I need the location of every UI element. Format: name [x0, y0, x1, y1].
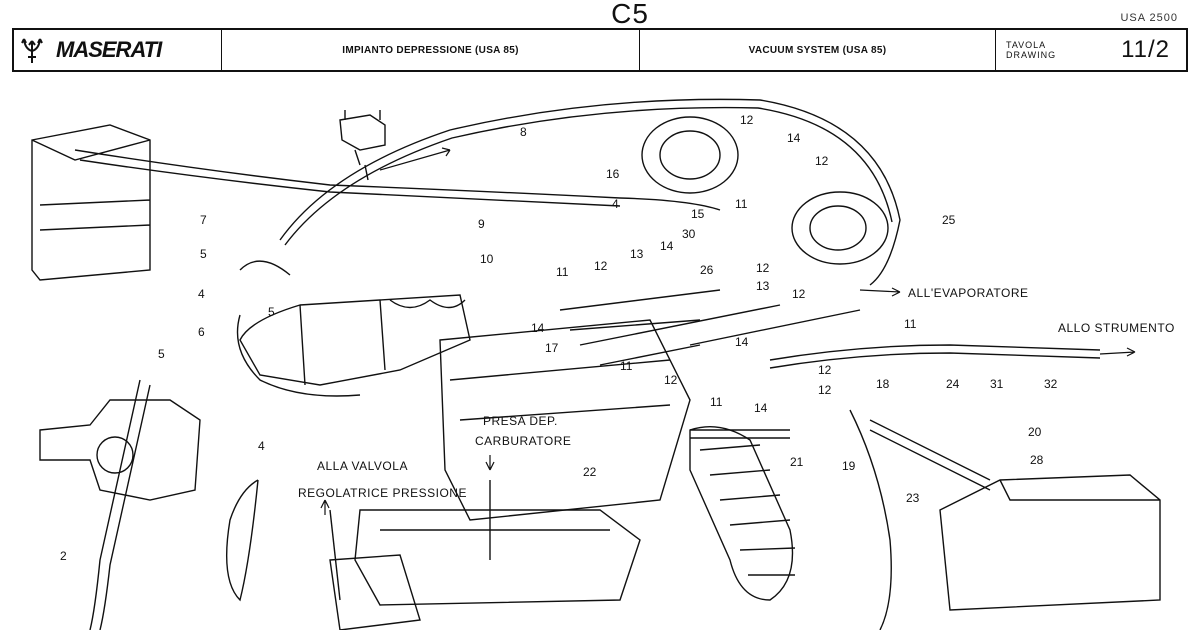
callout: 12	[818, 383, 832, 397]
callout: 18	[876, 377, 890, 391]
arrow-valve	[320, 499, 330, 515]
coolant-reservoir	[939, 474, 1161, 611]
callout: 5	[268, 305, 275, 319]
title-italian: IMPIANTO DEPRESSIONE (USA 85)	[222, 30, 640, 70]
distributor	[329, 554, 421, 630]
arrow-instrument	[1099, 347, 1136, 357]
callout: 30	[682, 227, 696, 241]
corner-tag: USA 2500	[1120, 12, 1178, 24]
callout: 11	[556, 265, 569, 279]
drawing-label-en: DRAWING	[1006, 50, 1057, 60]
arrow-carburetor	[485, 455, 495, 471]
page-code: C5	[611, 0, 649, 29]
callout: 32	[1044, 377, 1058, 391]
callout: 4	[612, 197, 619, 211]
callout: 11	[710, 395, 723, 409]
corrugated-hose	[689, 425, 794, 601]
callout: 12	[818, 363, 832, 377]
drawing-label-it: TAVOLA	[1006, 40, 1047, 50]
callout: 14	[754, 401, 768, 415]
callout: 4	[258, 439, 265, 453]
vacuum-canister-lower	[791, 191, 889, 265]
drawing-number: 11/2	[1121, 36, 1170, 63]
callout: 14	[660, 239, 674, 253]
callout: 8	[520, 125, 527, 139]
callout: 21	[790, 455, 804, 469]
valve-line	[329, 509, 341, 601]
air-intake-duct	[239, 294, 471, 386]
hose-2	[89, 379, 141, 630]
loop-hose	[279, 98, 901, 286]
arrow-evaporator	[859, 287, 901, 297]
callout: 13	[630, 247, 644, 261]
hose-loop-4	[226, 479, 259, 602]
callout: 4	[198, 287, 205, 301]
callout: 2	[60, 549, 67, 563]
main-vacuum-hose	[74, 149, 721, 211]
callout: 19	[842, 459, 856, 473]
hose-23	[849, 409, 892, 630]
callout: 12	[594, 259, 608, 273]
label-evaporator: ALL'EVAPORATORE	[908, 286, 1029, 300]
engine-block	[439, 319, 691, 521]
callout: 22	[583, 465, 597, 479]
callout-group: 8 12 14 12 16 4 11 15 25 7 9 30 5 10 14 …	[60, 113, 1058, 563]
label-carb-1: PRESA DEP.	[483, 414, 558, 428]
reservoir-tank	[31, 124, 151, 281]
vacuum-system-diagram: ALL'EVAPORATORE ALLO STRUMENTO PRESA DEP…	[31, 98, 1175, 630]
callout: 6	[198, 325, 205, 339]
label-valve-1: ALLA VALVOLA	[317, 459, 408, 473]
callout: 16	[606, 167, 620, 181]
brand-name: MASERATI	[56, 37, 162, 62]
callout: 12	[815, 154, 829, 168]
label-instrument: ALLO STRUMENTO	[1058, 321, 1175, 335]
hose-5-6	[236, 314, 361, 397]
callout: 12	[664, 373, 678, 387]
callout: 9	[478, 217, 485, 231]
callout: 15	[691, 207, 705, 221]
callout: 10	[480, 252, 494, 266]
callout: 11	[620, 359, 633, 373]
callout: 11	[735, 197, 748, 211]
drawing-number-cell: TAVOLA DRAWING 11/2	[996, 30, 1186, 70]
callout: 7	[200, 213, 207, 227]
title-block: MASERATI IMPIANTO DEPRESSIONE (USA 85) V…	[12, 28, 1188, 72]
callout: 5	[158, 347, 165, 361]
callout: 23	[906, 491, 920, 505]
drawing-label: TAVOLA DRAWING	[1006, 40, 1056, 60]
callout: 5	[200, 247, 207, 261]
callout: 12	[756, 261, 770, 275]
title-english: VACUUM SYSTEM (USA 85)	[640, 30, 996, 70]
logo-cell: MASERATI	[14, 30, 222, 70]
arrow-8	[379, 147, 451, 171]
callout: 25	[942, 213, 956, 227]
callout: 14	[787, 131, 801, 145]
instrument-hose	[769, 344, 1101, 361]
callout: 24	[946, 377, 960, 391]
callout: 28	[1030, 453, 1044, 467]
callout: 17	[545, 341, 559, 355]
callout: 13	[756, 279, 770, 293]
intake-manifold	[354, 509, 641, 606]
callout: 14	[735, 335, 749, 349]
hose-20	[869, 419, 991, 481]
callout: 31	[990, 377, 1004, 391]
callout: 26	[700, 263, 714, 277]
trident-icon	[21, 38, 43, 63]
callout: 20	[1028, 425, 1042, 439]
callout: 12	[792, 287, 806, 301]
label-carb-2: CARBURATORE	[475, 434, 571, 448]
solenoid-valve	[339, 110, 386, 181]
callout: 12	[740, 113, 754, 127]
callout: 14	[531, 321, 545, 335]
callout: 11	[904, 317, 917, 331]
water-pump	[39, 399, 201, 501]
vacuum-canister-upper	[641, 116, 739, 194]
label-valve-2: REGOLATRICE PRESSIONE	[298, 486, 467, 500]
